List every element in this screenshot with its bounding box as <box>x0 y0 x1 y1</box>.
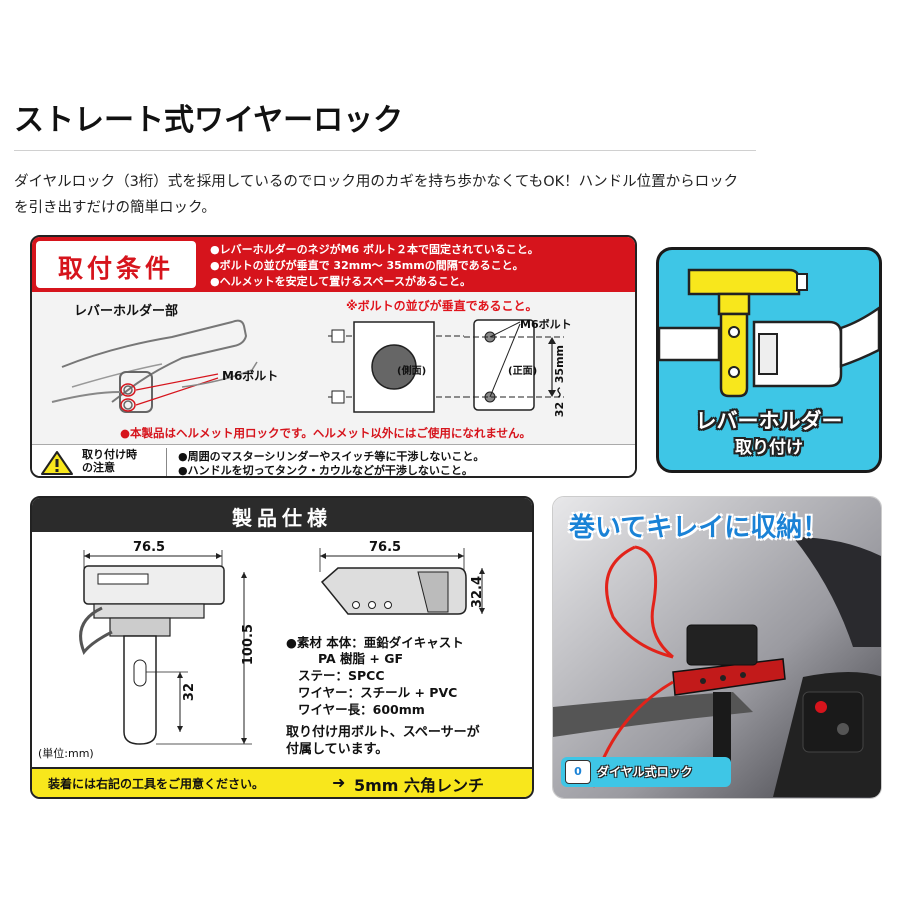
page-title: ストレート式ワイヤーロック <box>14 103 404 138</box>
condition-item: ●レバーホルダーのネジがM6 ボルト２本で固定されていること。 <box>210 243 539 256</box>
material-body-resin: PA 樹脂 + GF <box>318 651 404 666</box>
install-note: ●ハンドルを切ってタンク・カウルなどが干渉しないこと。 <box>178 464 473 477</box>
wire-length: ワイヤー長：600mm <box>298 702 425 717</box>
material-body: ●素材 本体：亜鉛ダイキャスト <box>286 635 464 650</box>
lever-holder-label: レバーホルダー部 <box>74 304 179 319</box>
specs-header: 製品仕様 <box>32 498 532 532</box>
install-notes-title: 取り付け時 の注意 <box>82 448 137 474</box>
side-dimension-drawing <box>319 548 485 615</box>
warning-icon <box>41 451 73 475</box>
product-specs-panel: 製品仕様 76.5 76.5 32.4 100.5 32 <box>30 496 534 799</box>
conditions-header: 取付条件 ●レバーホルダーのネジがM6 ボルト２本で固定されていること。 ●ボル… <box>32 237 635 292</box>
lever-holder-caption-line-2: 取り付け <box>735 438 803 458</box>
front-view-diagram <box>464 319 564 411</box>
tool-note: 装着には右記の工具をご用意ください。 <box>48 777 265 791</box>
lever-holder-illustration <box>659 268 879 398</box>
lever-holder-mount-panel: レバーホルダー 取り付け <box>656 247 882 473</box>
bolt-spacing-label: 32 ～ 35mm <box>553 345 566 418</box>
dimension-hole: 32 <box>182 683 197 702</box>
install-note: ●周囲のマスターシリンダーやスイッチ等に干渉しないこと。 <box>178 450 485 463</box>
specs-title: 製品仕様 <box>232 506 332 530</box>
m6-bolt-label: M6ボルト <box>222 369 279 383</box>
front-view-label: (正面) <box>508 366 538 377</box>
intro-text-line-1: ダイヤルロック（3桁）式を採用しているのでロック用のカギを持ち歩かなくてもOK！… <box>14 174 739 190</box>
vertical-alignment-note: ※ボルトの並びが垂直であること。 <box>346 299 538 313</box>
tool-name: 5mm 六角レンチ <box>354 776 485 795</box>
lever-holder-caption-line-1: レバーホルダー <box>695 409 843 433</box>
dimension-width-front: 76.5 <box>133 540 166 555</box>
material-wire: ワイヤー：スチール + PVC <box>298 685 458 700</box>
arrow-right-icon: ➜ <box>332 773 346 792</box>
handlebar-illustration <box>51 319 258 413</box>
dial-lock-tag: 0 ダイヤル式ロック <box>561 757 731 787</box>
dimension-depth: 32.4 <box>470 576 485 609</box>
helmet-only-warning: ●本製品はヘルメット用ロックです。ヘルメット以外にはご使用になれません。 <box>120 426 532 440</box>
accessories-line-2: 付属しています。 <box>286 742 389 757</box>
dial-lock-label: ダイヤル式ロック <box>597 765 693 779</box>
material-stay: ステー：SPCC <box>298 668 385 683</box>
conditions-badge-label: 取付条件 <box>57 254 174 283</box>
conditions-badge: 取付条件 <box>36 241 196 288</box>
side-view-diagram <box>328 321 464 413</box>
condition-item: ●ボルトの並びが垂直で 32mm～ 35mmの間隔であること。 <box>210 259 524 272</box>
dimension-width-side: 76.5 <box>369 540 402 555</box>
condition-item: ●ヘルメットを安定して置けるスペースがあること。 <box>210 275 471 288</box>
tool-requirement-bar: 装着には右記の工具をご用意ください。 ➜ 5mm 六角レンチ <box>32 767 532 797</box>
intro-text-line-2: を引き出すだけの簡単ロック。 <box>14 200 216 216</box>
notes-divider <box>166 448 167 476</box>
dial-lock-icon: 0 <box>565 760 591 784</box>
m6-bolt-front-label: M6ボルト <box>520 318 572 331</box>
install-notes-title-line-1: 取り付け時 <box>82 448 137 461</box>
wire-storage-headline: 巻いてキレイに収納！ <box>569 513 829 543</box>
accessories-line-1: 取り付け用ボルト、スペーサーが <box>286 725 480 740</box>
side-view-label: (側面) <box>397 366 427 377</box>
conditions-diagram-area <box>32 292 635 444</box>
wire-storage-photo-panel: 巻いてキレイに収納！ 0 ダイヤル式ロック <box>552 496 882 799</box>
title-divider <box>14 150 756 151</box>
product-photo <box>553 497 881 798</box>
unit-label: (単位:mm) <box>38 747 94 760</box>
install-notes-title-line-2: の注意 <box>82 461 115 474</box>
front-dimension-drawing <box>79 550 252 745</box>
dimension-height: 100.5 <box>241 624 256 666</box>
mounting-conditions-panel: 取付条件 ●レバーホルダーのネジがM6 ボルト２本で固定されていること。 ●ボル… <box>30 235 637 478</box>
install-notes-row: 取り付け時 の注意 ●周囲のマスターシリンダーやスイッチ等に干渉しないこと。 ●… <box>32 444 635 477</box>
dial-lock-icon-digit: 0 <box>574 765 582 778</box>
